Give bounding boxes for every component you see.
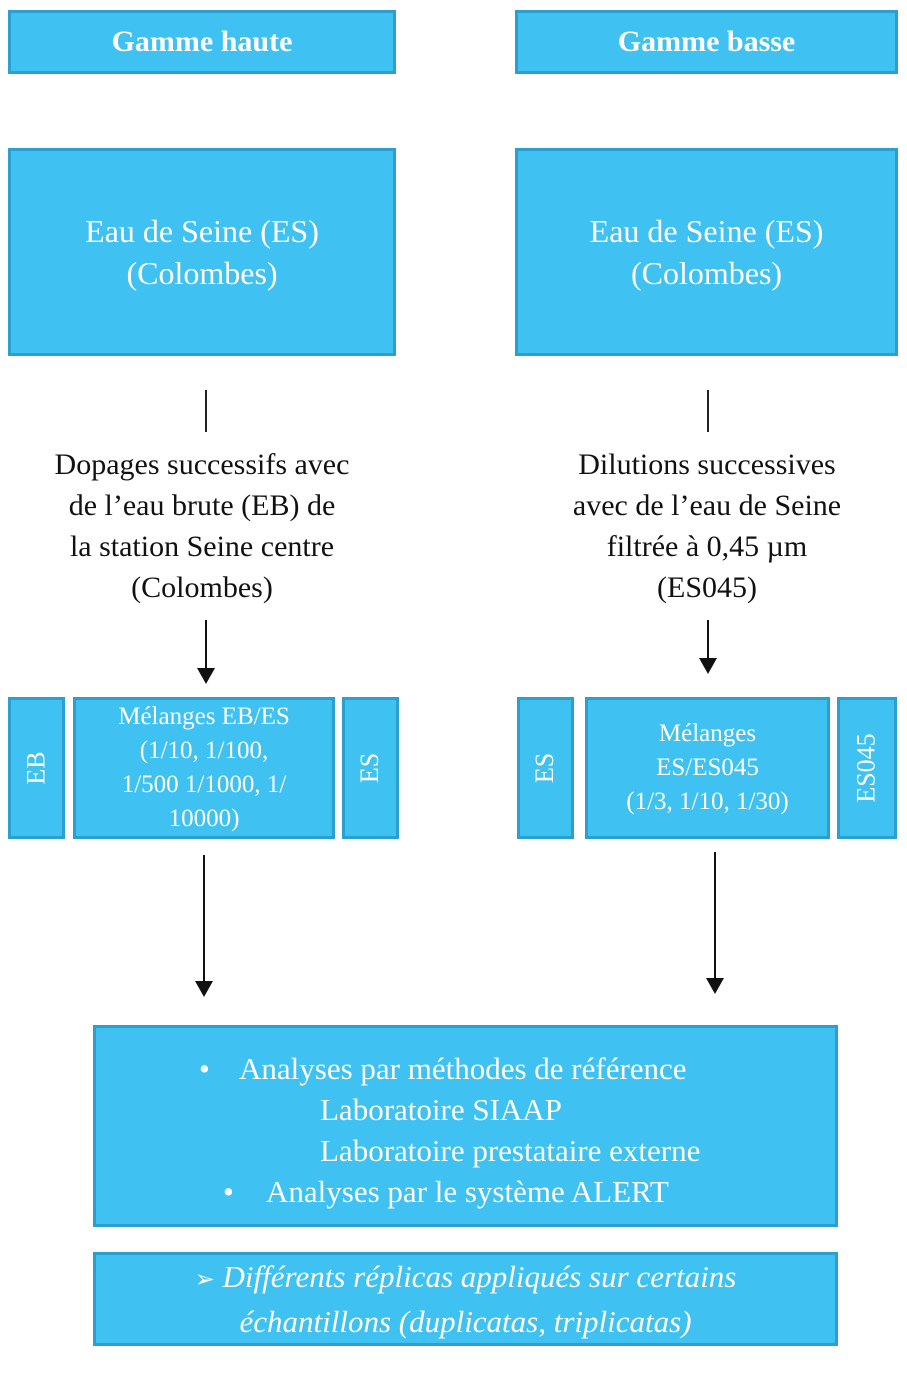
mixture-right-line-1: Mélanges: [658, 720, 757, 747]
header-gamme-basse-label: Gamme basse: [617, 25, 796, 58]
mixture-left-side-b: ES: [342, 697, 399, 839]
bullet-icon: •: [199, 1051, 210, 1086]
header-gamme-haute: Gamme haute: [8, 10, 396, 74]
mixture-right-side-b-label: ES045: [852, 733, 881, 803]
arrow-down-right-1: [699, 620, 717, 674]
process-text-left: Dopages successifs avec de l’eau brute (…: [0, 444, 404, 608]
process-left-line-3: la station Seine centre: [69, 530, 335, 563]
mixture-right-main: Mélanges ES/ES045 (1/3, 1/10, 1/30): [585, 697, 830, 839]
source-box-right: Eau de Seine (ES) (Colombes): [515, 148, 898, 356]
analyses-sub-1-label: Laboratoire SIAAP: [320, 1092, 562, 1127]
source-right-line-2: (Colombes): [630, 255, 783, 291]
mixture-right-side-a: ES: [517, 697, 574, 839]
mixture-left-line-3: 1/500 1/1000, 1/: [121, 771, 287, 798]
mixture-left-line-2: (1/10, 1/100,: [139, 737, 269, 764]
mixture-right-line-2: ES/ES045: [656, 754, 759, 781]
process-left-line-2: de l’eau brute (EB) de: [68, 489, 336, 522]
source-right-line-1: Eau de Seine (ES): [589, 213, 824, 249]
source-box-left: Eau de Seine (ES) (Colombes): [8, 148, 396, 356]
analyses-item-1: • Analyses par méthodes de référence: [96, 1048, 835, 1089]
arrow-bullet-icon: ➢: [194, 1267, 215, 1293]
connector-line-left: [205, 390, 207, 432]
analyses-item-1-label: Analyses par méthodes de référence: [239, 1051, 687, 1086]
header-gamme-basse: Gamme basse: [515, 10, 898, 74]
arrow-down-right-2: [706, 852, 724, 994]
mixture-left-side-a-label: EB: [21, 751, 51, 785]
bullet-icon: •: [223, 1174, 234, 1209]
mixture-left-line-4: 10000): [168, 805, 240, 832]
header-gamme-haute-label: Gamme haute: [111, 25, 293, 58]
analyses-item-2: • Analyses par le système ALERT: [96, 1171, 835, 1212]
mixture-left-main: Mélanges EB/ES (1/10, 1/100, 1/500 1/100…: [73, 697, 335, 839]
process-right-line-2: avec de l’eau de Seine: [572, 489, 842, 522]
mixture-right-side-b: ES045: [837, 697, 897, 839]
note-line-1-label: Différents réplicas appliqués sur certai…: [222, 1259, 737, 1294]
note-box: ➢ Différents réplicas appliqués sur cert…: [93, 1252, 838, 1346]
analyses-item-2-label: Analyses par le système ALERT: [266, 1174, 669, 1209]
analyses-sub-2-label: Laboratoire prestataire externe: [320, 1133, 701, 1168]
process-left-line-1: Dopages successifs avec: [54, 448, 350, 481]
source-left-line-1: Eau de Seine (ES): [85, 213, 319, 249]
mixture-right-side-a-label: ES: [530, 752, 560, 784]
mixture-left-line-1: Mélanges EB/ES: [118, 703, 290, 730]
process-text-right: Dilutions successives avec de l’eau de S…: [505, 444, 907, 608]
analyses-sub-1: Laboratoire SIAAP: [96, 1089, 835, 1130]
source-left-line-2: (Colombes): [126, 255, 278, 291]
process-right-line-1: Dilutions successives: [578, 448, 836, 481]
mixture-left-side-b-label: ES: [355, 752, 385, 784]
arrow-down-left-2: [195, 855, 213, 997]
note-line-2: échantillons (duplicatas, triplicatas): [239, 1304, 692, 1339]
connector-line-right: [707, 390, 709, 432]
analyses-sub-2: Laboratoire prestataire externe: [96, 1130, 835, 1171]
arrow-down-left-1: [197, 620, 215, 684]
process-right-line-4: (ES045): [657, 571, 757, 604]
mixture-right-line-3: (1/3, 1/10, 1/30): [626, 788, 789, 815]
analyses-box: • Analyses par méthodes de référence Lab…: [93, 1025, 838, 1227]
process-right-line-3: filtrée à 0,45 µm: [606, 530, 808, 563]
mixture-left-side-a: EB: [8, 697, 65, 839]
note-line-1: ➢ Différents réplicas appliqués sur cert…: [195, 1256, 737, 1301]
process-left-line-4: (Colombes): [131, 571, 273, 604]
